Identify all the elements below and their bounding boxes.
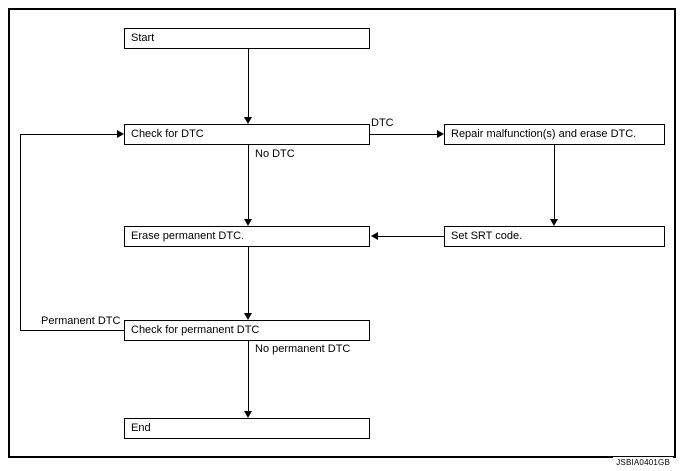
connector-erase-permanent-to-check-permanent xyxy=(248,247,249,315)
connector-check-permanent-to-end xyxy=(248,341,249,413)
arrowhead-into-check-permanent xyxy=(244,313,252,320)
node-end: End xyxy=(124,418,370,439)
node-set-srt-code-label: Set SRT code. xyxy=(451,230,523,242)
node-repair-malfunctions: Repair malfunction(s) and erase DTC. xyxy=(444,124,665,145)
connector-permanent-loop-bottom xyxy=(20,330,124,331)
connector-check-dtc-to-erase-permanent xyxy=(248,145,249,219)
node-check-for-dtc-label: Check for DTC xyxy=(131,128,204,140)
node-set-srt-code: Set SRT code. xyxy=(444,226,665,247)
node-end-label: End xyxy=(131,422,151,434)
edge-label-no-permanent-dtc: No permanent DTC xyxy=(255,343,351,355)
connector-start-to-check-dtc xyxy=(248,49,249,121)
connector-check-dtc-to-repair xyxy=(370,134,438,135)
node-start-label: Start xyxy=(131,32,155,44)
node-erase-permanent-dtc: Erase permanent DTC. xyxy=(124,226,370,247)
edge-label-dtc: DTC xyxy=(371,117,394,129)
arrowhead-into-end xyxy=(244,411,252,418)
arrowhead-into-erase-permanent-right xyxy=(371,232,378,240)
arrowhead-into-check-dtc-loop xyxy=(117,130,124,138)
node-repair-malfunctions-label: Repair malfunction(s) and erase DTC. xyxy=(451,128,637,140)
connector-repair-to-set-srt xyxy=(554,145,555,219)
arrowhead-into-set-srt xyxy=(550,219,558,226)
node-start: Start xyxy=(124,28,370,49)
node-check-for-permanent-dtc: Check for permanent DTC xyxy=(124,320,370,341)
node-check-for-dtc: Check for DTC xyxy=(124,124,370,145)
figure-id-label: JSBIA0401GB xyxy=(613,457,673,468)
connector-permanent-loop-top xyxy=(20,134,118,135)
connector-set-srt-to-erase-permanent xyxy=(377,236,444,237)
arrowhead-into-check-dtc xyxy=(244,117,252,124)
edge-label-no-dtc: No DTC xyxy=(255,148,295,160)
edge-label-permanent-dtc: Permanent DTC xyxy=(41,315,121,327)
connector-permanent-loop-left xyxy=(20,134,21,331)
node-check-for-permanent-dtc-label: Check for permanent DTC xyxy=(131,324,260,336)
arrowhead-into-erase-permanent xyxy=(244,219,252,226)
node-erase-permanent-dtc-label: Erase permanent DTC. xyxy=(131,230,245,242)
arrowhead-into-repair xyxy=(437,130,444,138)
diagram-frame xyxy=(8,8,676,458)
